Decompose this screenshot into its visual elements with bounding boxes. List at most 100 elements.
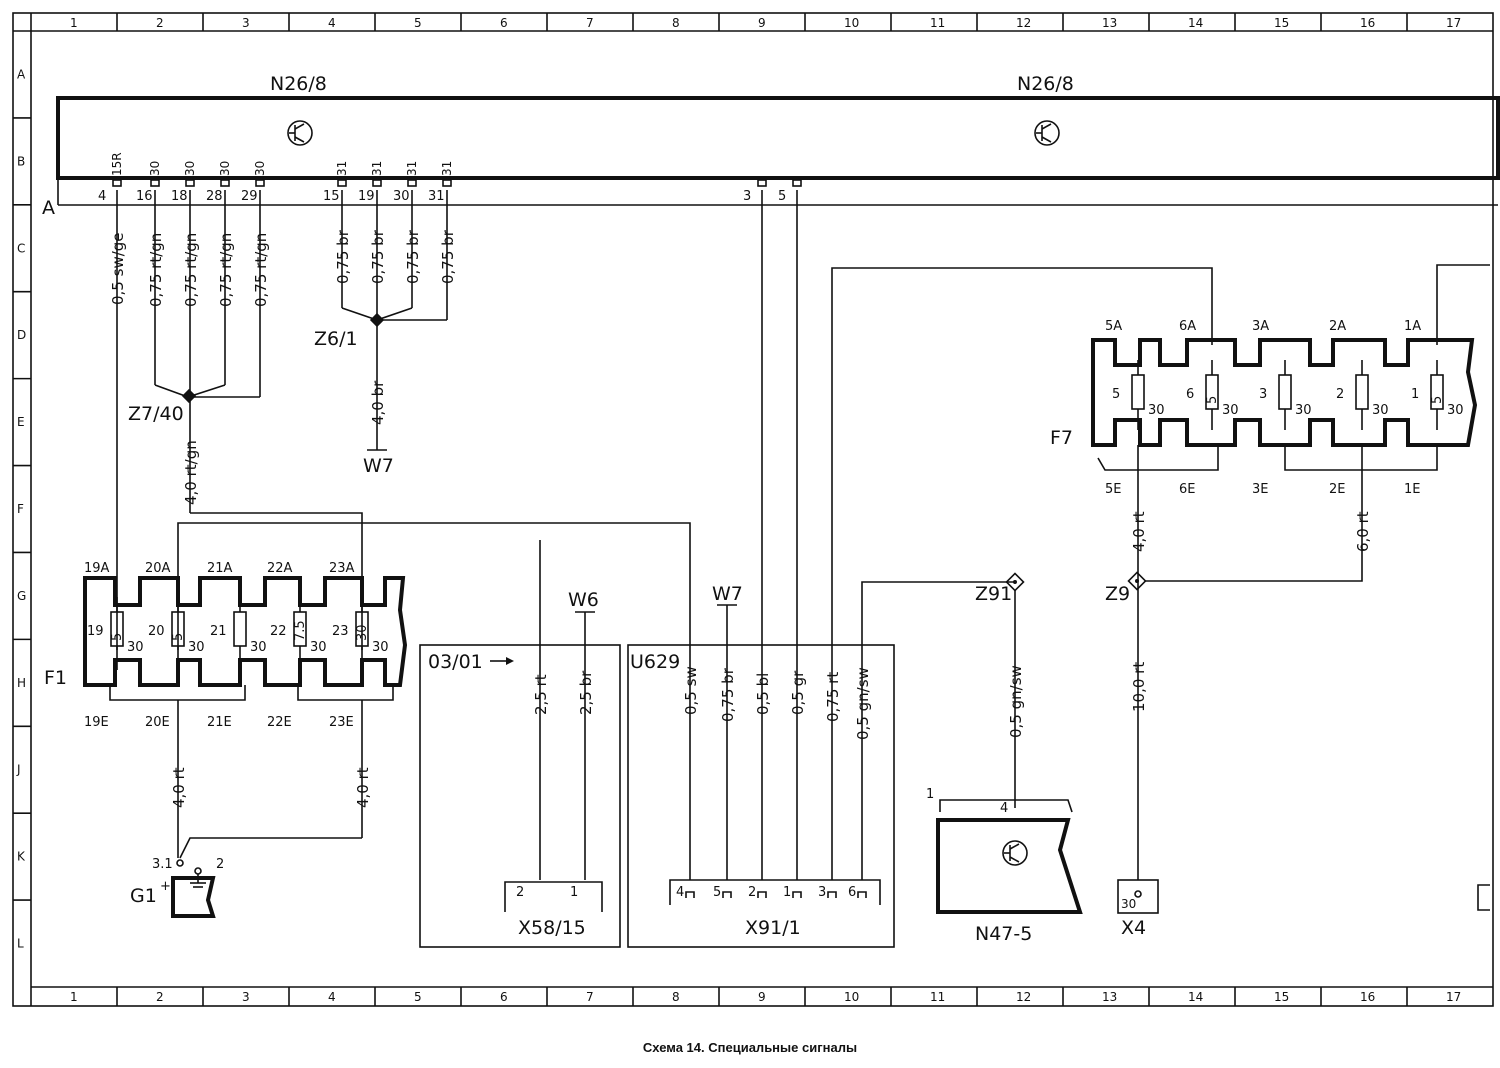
grid-column-label: 10 — [844, 16, 859, 30]
pin-number: 30 — [393, 189, 410, 204]
grid-row-label: D — [17, 328, 26, 342]
pin-number: 2 — [748, 885, 756, 900]
pin-number: 4 — [676, 885, 684, 900]
wire-label: 6,0 rt — [1354, 511, 1372, 552]
w7-label-top: W7 — [363, 455, 394, 477]
grid-column-label: 12 — [1016, 16, 1031, 30]
fuse-number: 22 — [270, 624, 287, 639]
pin-socket — [407, 179, 417, 187]
pin-socket — [185, 179, 195, 187]
fuse-element — [1355, 374, 1369, 410]
pin-socket — [757, 891, 767, 898]
grid-column-label: 3 — [242, 990, 250, 1004]
wire-label: 2,5 br — [577, 670, 595, 715]
fuse-element — [1278, 374, 1292, 410]
fuse-number: 5 — [1112, 387, 1120, 402]
splice-z9-node — [1127, 571, 1147, 591]
wire-label: 4,0 rt/gn — [182, 440, 200, 505]
fuse-output-label: 22E — [267, 715, 292, 730]
grid-column-label: 7 — [586, 16, 594, 30]
pin-socket — [220, 179, 230, 187]
grid-column-label: 13 — [1102, 16, 1117, 30]
x4-terminal — [1117, 879, 1159, 914]
wire-label: 0,5 gr — [789, 670, 807, 715]
grid-column-label: 2 — [156, 16, 164, 30]
grid-column-label: 11 — [930, 990, 945, 1004]
fuse-input-label: 3A — [1252, 319, 1269, 334]
wire-label: 0,75 br — [439, 229, 457, 284]
pin-number: 28 — [206, 189, 223, 204]
wire-label: 0,75 br — [334, 229, 352, 284]
fuse-element — [1131, 374, 1145, 410]
diagram-caption: Схема 14. Специальные сигналы — [642, 1040, 858, 1055]
g1-plus: + — [160, 879, 171, 894]
wire-label: 0,5 bl — [754, 673, 772, 715]
grid-column-label: 6 — [500, 990, 508, 1004]
grid-column-label: 13 — [1102, 990, 1117, 1004]
wire-label: 4,0 rt — [1130, 511, 1148, 552]
fuse-terminal: 30 — [310, 640, 327, 655]
pin-terminal: 30 — [183, 161, 197, 176]
f1-fuse-cells: 5193019A19E5203020A20E213021A21E7.522302… — [84, 561, 389, 730]
fuse-input-label: 22A — [267, 561, 293, 576]
grid-column-label: 7 — [586, 990, 594, 1004]
fuse-terminal: 30 — [1447, 403, 1464, 418]
grid-column-label: 8 — [672, 16, 680, 30]
fuse-terminal: 30 — [1148, 403, 1165, 418]
pin-socket — [337, 179, 347, 187]
f7-label: F7 — [1050, 427, 1073, 449]
z91-label: Z91 — [975, 583, 1012, 605]
grid-row-label: G — [17, 589, 26, 603]
pin-socket — [722, 891, 732, 898]
fuse-rating: 30 — [355, 624, 370, 641]
fuse-input-label: 23A — [329, 561, 355, 576]
grid-row-label: B — [17, 154, 25, 168]
pin-number: 31 — [428, 189, 445, 204]
f7-bottom-bus — [1097, 445, 1438, 880]
grid-column-label: 10 — [844, 990, 859, 1004]
fuse-input-label: 21A — [207, 561, 233, 576]
pin-number: 15 — [323, 189, 340, 204]
wire-label: 0,5 sw/ge — [109, 232, 127, 305]
grid-row-label: J — [16, 763, 21, 777]
grid-column-label: 12 — [1016, 990, 1031, 1004]
grid-column-label: 17 — [1446, 16, 1461, 30]
grid-column-label: 2 — [156, 990, 164, 1004]
fuse-terminal: 30 — [1295, 403, 1312, 418]
pin-number: 1 — [783, 885, 791, 900]
pin-terminal: 30 — [253, 161, 267, 176]
wire-label: 0,75 rt/gn — [252, 233, 270, 307]
wire-label: 10,0 rt — [1130, 662, 1148, 712]
fuse-output-label: 2E — [1329, 482, 1346, 497]
grid-column-label: 5 — [414, 990, 422, 1004]
grid-column-label: 6 — [500, 16, 508, 30]
w7-label-mid: W7 — [712, 583, 743, 605]
fuse-number: 1 — [1411, 387, 1419, 402]
wire-label: 0,75 br — [369, 229, 387, 284]
x58-pin-1: 1 — [570, 885, 578, 900]
g1-pin-a: 3.1 — [152, 857, 173, 872]
z7-label: Z7/40 — [128, 403, 184, 425]
wire-label: 4,0 rt — [354, 767, 372, 808]
pin-socket — [827, 891, 837, 898]
pin-number: 6 — [848, 885, 856, 900]
wire-label: 0,75 rt/gn — [217, 233, 235, 307]
pin-number: 5 — [713, 885, 721, 900]
n47-label: N47-5 — [975, 923, 1032, 945]
connector-a-label: A — [42, 197, 55, 219]
wire-label: 0,5 sw — [682, 666, 700, 715]
fuse-number: 2 — [1336, 387, 1344, 402]
fuse-number: 3 — [1259, 387, 1267, 402]
partial-connector — [1477, 884, 1490, 911]
grid-column-label: 8 — [672, 990, 680, 1004]
n26-unit-body — [56, 96, 1500, 180]
fuse-terminal: 30 — [188, 640, 205, 655]
pin-terminal: 31 — [370, 161, 384, 176]
n26-wires — [116, 190, 1490, 880]
